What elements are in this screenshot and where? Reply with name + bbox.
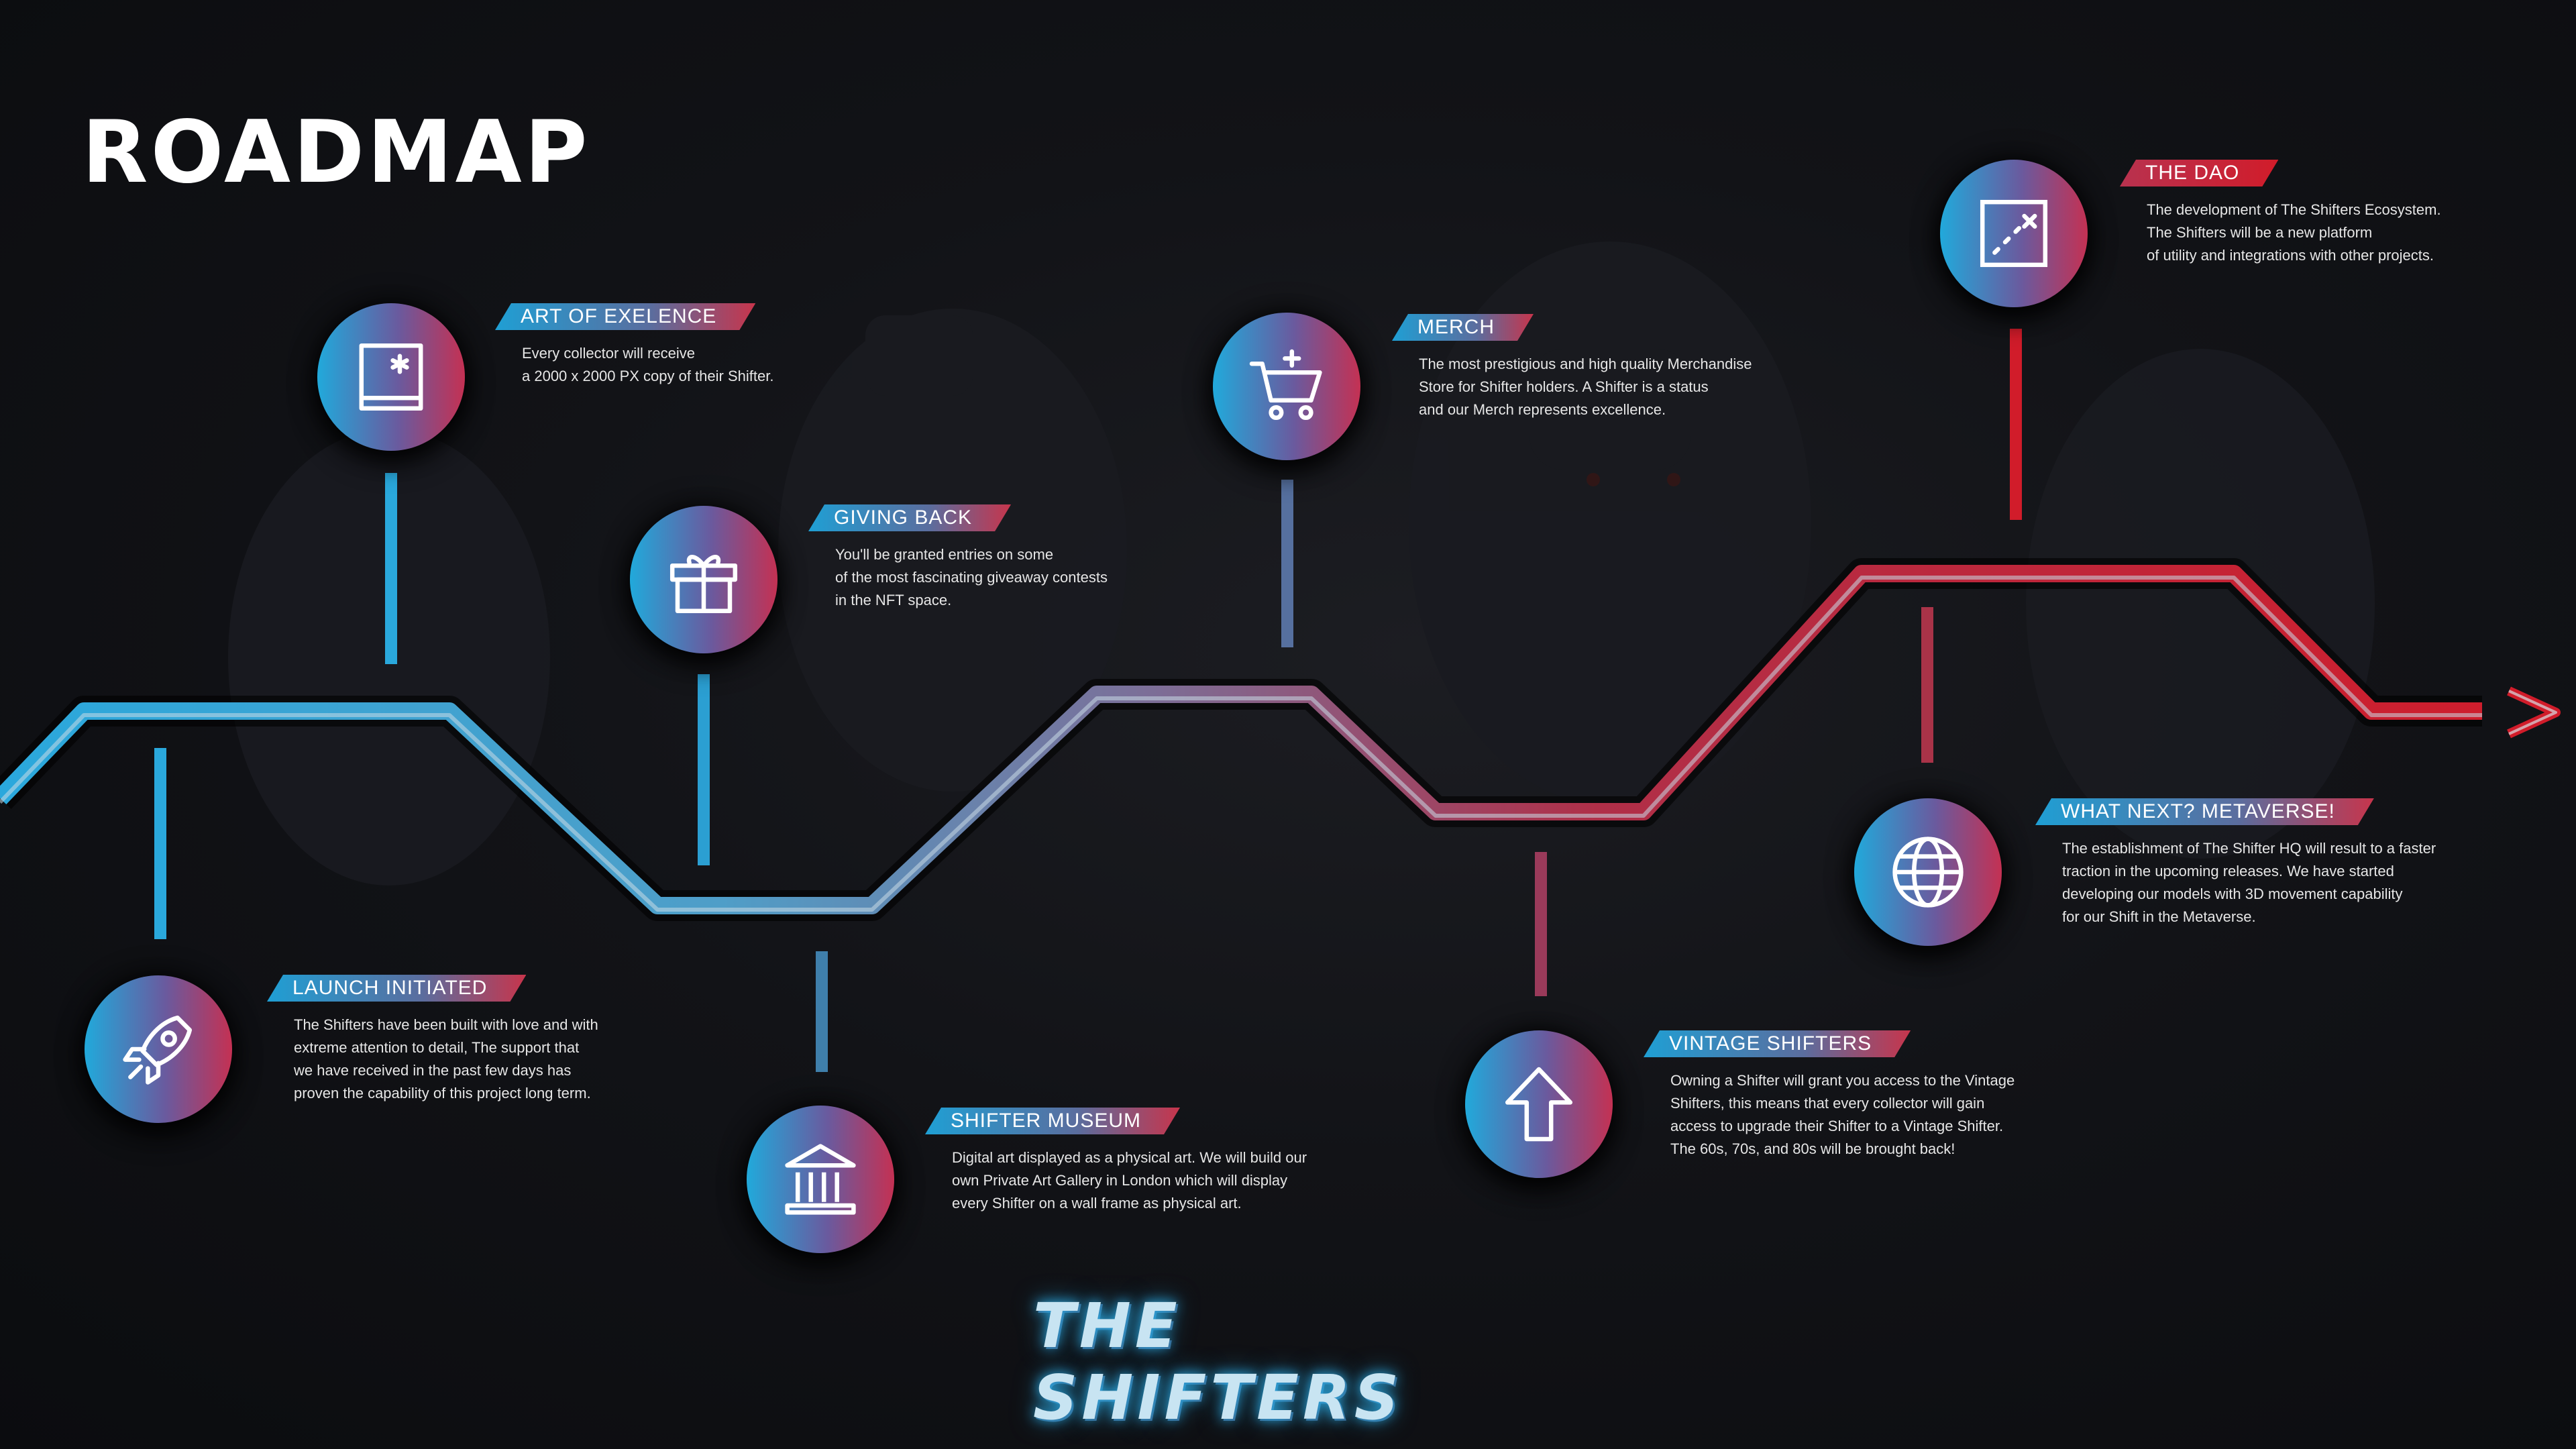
stem-merch [1281,480,1293,647]
stem-metaverse [1921,607,1933,763]
milestone-heading: MERCH [1392,314,1534,341]
milestone-heading: SHIFTER MUSEUM [925,1108,1180,1134]
milestone-launch: LAUNCH INITIATED The Shifters have been … [267,975,598,1105]
stem-launch [154,748,166,939]
milestone-node-dao[interactable] [1940,160,2088,307]
milestone-description: Digital art displayed as a physical art.… [952,1149,1307,1212]
milestone-node-museum[interactable] [747,1106,894,1253]
milestone-art: ART OF EXELENCE Every collector will rec… [495,303,773,388]
milestone-vintage: VINTAGE SHIFTERS Owning a Shifter will g… [1644,1030,2015,1161]
milestone-heading: ART OF EXELENCE [495,303,755,330]
milestone-node-vintage[interactable] [1465,1030,1613,1178]
rocket-icon [123,1015,193,1085]
milestone-dao: THE DAO The development of The Shifters … [2120,160,2441,267]
milestone-museum: SHIFTER MUSEUM Digital art displayed as … [925,1108,1307,1215]
brand-logo: THE SHIFTERS [1033,1290,1403,1434]
stem-art [385,473,397,664]
milestone-description: The establishment of The Shifter HQ will… [2062,840,2436,925]
milestone-description: The development of The Shifters Ecosyste… [2147,201,2441,264]
dao-square-icon [1980,199,2048,268]
milestone-heading: GIVING BACK [808,504,1011,531]
milestone-description: Every collector will receive a 2000 x 20… [522,345,774,384]
milestone-merch: MERCH The most prestigious and high qual… [1392,314,1752,421]
milestone-heading: WHAT NEXT? METAVERSE! [2035,798,2374,825]
milestone-node-merch[interactable] [1213,313,1360,460]
milestone-description: You'll be granted entries on some of the… [835,546,1108,608]
milestone-metaverse: WHAT NEXT? METAVERSE! The establishment … [2035,798,2436,928]
picture-frame-icon [359,343,423,411]
milestone-heading: THE DAO [2120,160,2278,186]
milestone-node-launch[interactable] [85,975,232,1123]
shopping-cart-icon [1249,349,1322,421]
milestone-description: The Shifters have been built with love a… [294,1016,598,1102]
page-title: ROADMAP [82,102,590,203]
milestone-giving: GIVING BACK You'll be granted entries on… [808,504,1108,612]
milestone-node-metaverse[interactable] [1854,798,2002,946]
upload-arrow-icon [1505,1067,1573,1142]
museum-icon [785,1144,856,1215]
stem-dao [2010,329,2022,520]
stem-museum [816,951,828,1072]
gift-icon [669,555,738,614]
milestone-node-art[interactable] [317,303,465,451]
milestone-description: Owning a Shifter will grant you access t… [1670,1072,2015,1157]
milestone-heading: VINTAGE SHIFTERS [1644,1030,1911,1057]
globe-icon [1892,837,1964,908]
stem-giving [698,674,710,865]
stem-vintage [1535,852,1547,996]
milestone-description: The most prestigious and high quality Me… [1419,356,1752,418]
milestone-heading: LAUNCH INITIATED [267,975,526,1002]
milestone-node-giving[interactable] [630,506,777,653]
